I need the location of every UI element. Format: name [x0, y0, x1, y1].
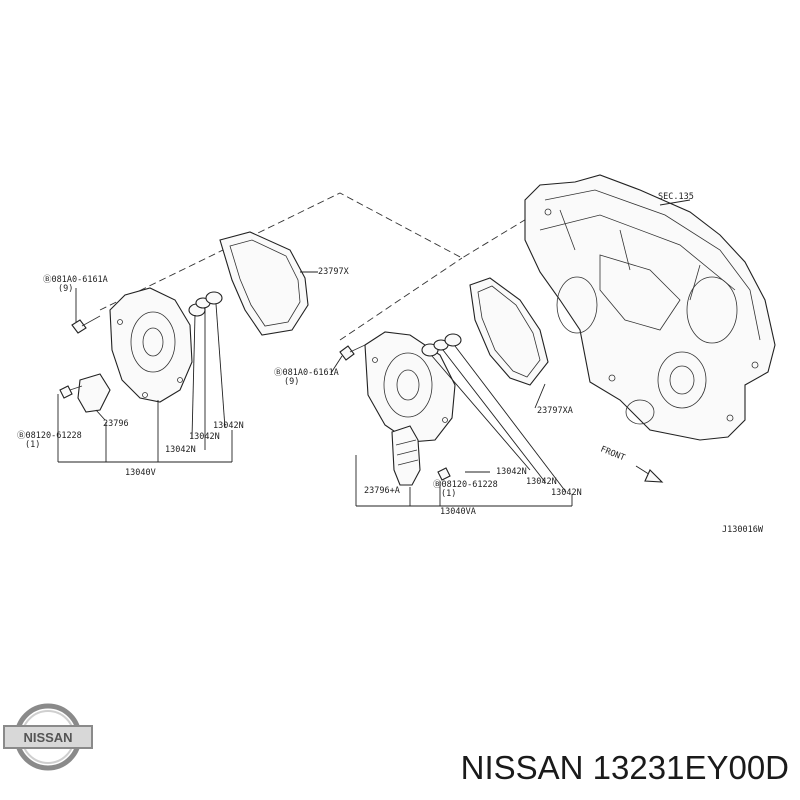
label-assembly-left: 13040V [125, 468, 156, 478]
label-bolt-a-right: Ⓑ081A0-6161A [274, 368, 339, 378]
nissan-logo-text: NISSAN [23, 730, 72, 745]
label-sec-135: SEC.135 [658, 192, 694, 202]
label-o-ring-2: 13042N [189, 432, 220, 442]
label-assembly-right: 13040VA [440, 507, 476, 517]
gasket-upper [219, 231, 309, 336]
bolts [59, 315, 451, 481]
label-o-ring-1: 13042N [213, 421, 244, 431]
label-o-ring-3: 13042N [165, 445, 196, 455]
label-bolt-b-right-qty: (1) [441, 489, 456, 499]
timing-cover-right [364, 331, 456, 443]
label-front: FRONT [599, 445, 626, 464]
label-gasket-lower: 23797XA [537, 406, 573, 416]
label-bolt-a-left-qty: (9) [58, 284, 73, 294]
label-reference: J130016W [722, 525, 764, 535]
part-number-title: NISSAN 13231EY00D [461, 749, 789, 786]
label-bolt-a-right-qty: (9) [284, 377, 299, 387]
dashed-guides [99, 192, 661, 341]
label-bolt-b-left: Ⓑ08120-61228 [17, 431, 82, 441]
label-bolt-b-left-qty: (1) [25, 440, 40, 450]
label-o-ring-4: 13042N [496, 467, 527, 477]
front-arrow-icon [635, 465, 664, 483]
leader-lines [57, 199, 691, 507]
label-bolt-a-left: Ⓑ081A0-6161A [43, 275, 108, 285]
gasket-lower [469, 277, 549, 386]
timing-cover-left [109, 287, 193, 403]
nissan-logo: NISSAN [3, 703, 93, 771]
solenoid-right [391, 425, 421, 486]
label-solenoid-left: 23796 [103, 419, 129, 429]
label-o-ring-6: 13042N [551, 488, 582, 498]
label-bolt-b-right: Ⓑ08120-61228 [433, 480, 498, 490]
engine-front-cover [524, 174, 776, 441]
o-rings-right [421, 333, 462, 357]
label-gasket-upper: 23797X [318, 267, 350, 277]
label-o-ring-5: 13042N [526, 477, 557, 487]
solenoid-left [69, 373, 111, 413]
label-solenoid-right: 23796+A [364, 486, 400, 496]
